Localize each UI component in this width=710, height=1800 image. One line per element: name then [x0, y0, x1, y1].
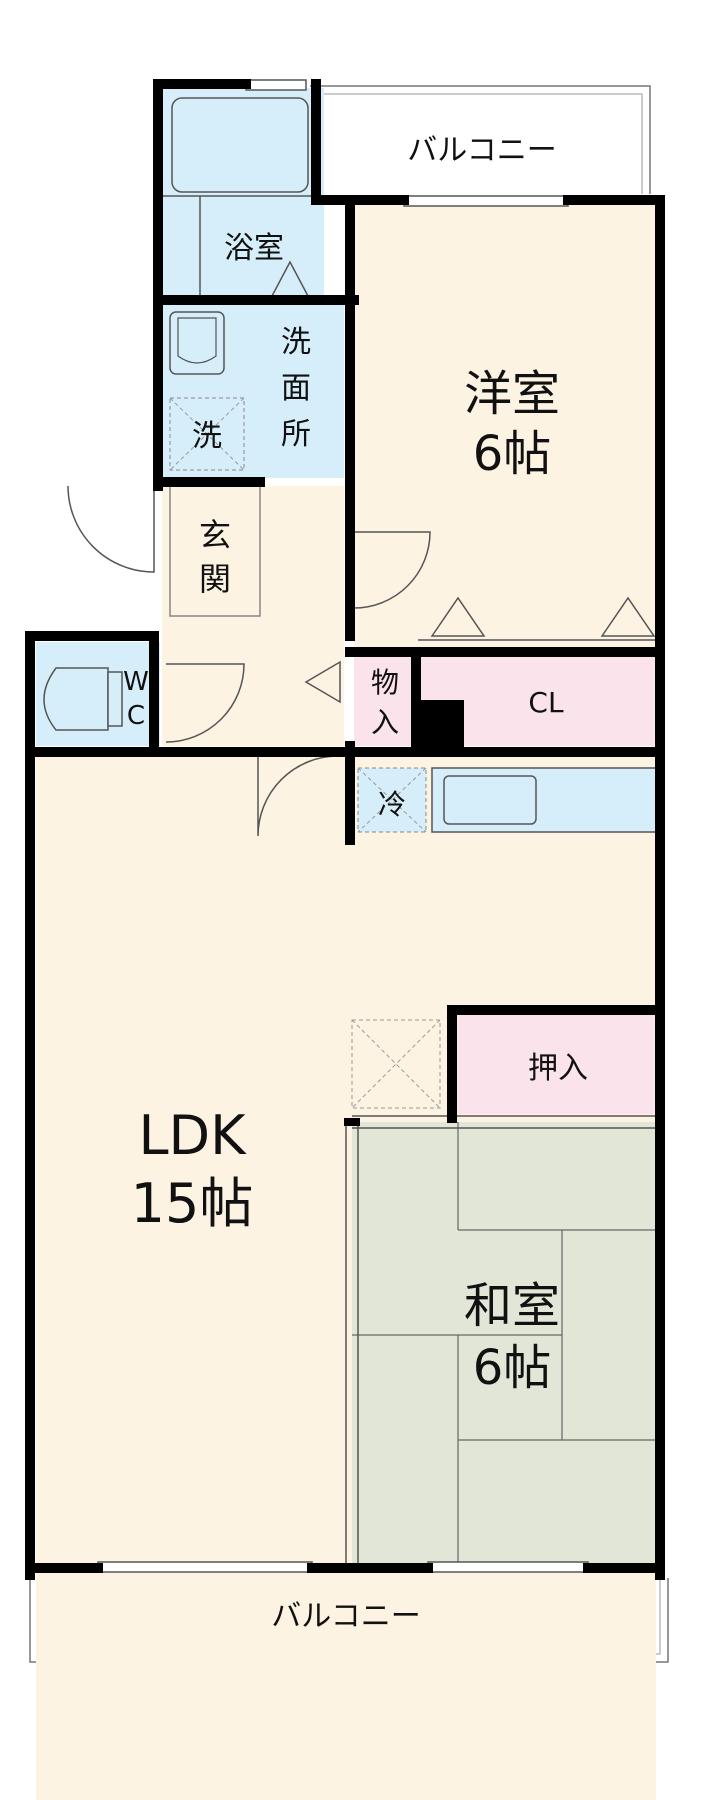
ldk-size: 15帖: [131, 1172, 254, 1235]
entrance-label-1: 玄: [199, 516, 231, 554]
balcony-top-outline: [310, 85, 651, 194]
balcony-top-label: バルコニー: [407, 133, 556, 168]
entrance-label-2: 関: [199, 560, 231, 598]
washroom-label-3: 所: [281, 417, 311, 452]
washer-label: 洗: [192, 419, 222, 454]
closet-label: CL: [528, 686, 564, 719]
washroom-label-1: 洗: [281, 325, 311, 360]
storage-label-2: 入: [371, 706, 399, 739]
fridge-label: 冷: [378, 788, 406, 821]
western-room-size: 6帖: [473, 426, 552, 482]
bath-label: 浴室: [224, 231, 284, 266]
wc-label-1: W: [123, 667, 149, 697]
wc-label-2: C: [127, 701, 145, 731]
storage-label-1: 物: [371, 666, 399, 699]
japanese-room-size: 6帖: [473, 1340, 552, 1396]
bathtub: [171, 97, 309, 193]
western-room-name: 洋室: [464, 366, 560, 422]
oshiire-label: 押入: [528, 1051, 588, 1086]
toilet: [43, 667, 109, 731]
storage-area: [354, 656, 416, 746]
oshiire-area: [456, 1014, 656, 1114]
wash-basin: [169, 311, 225, 375]
washroom-label-2: 面: [281, 371, 311, 406]
ldk-name: LDK: [138, 1104, 247, 1167]
washer-space: [169, 397, 245, 471]
balcony-bottom-label: バルコニー: [271, 1599, 420, 1634]
japanese-room-area: [352, 1122, 656, 1568]
japanese-room-name: 和室: [464, 1278, 560, 1334]
western-room-area: [354, 204, 656, 656]
